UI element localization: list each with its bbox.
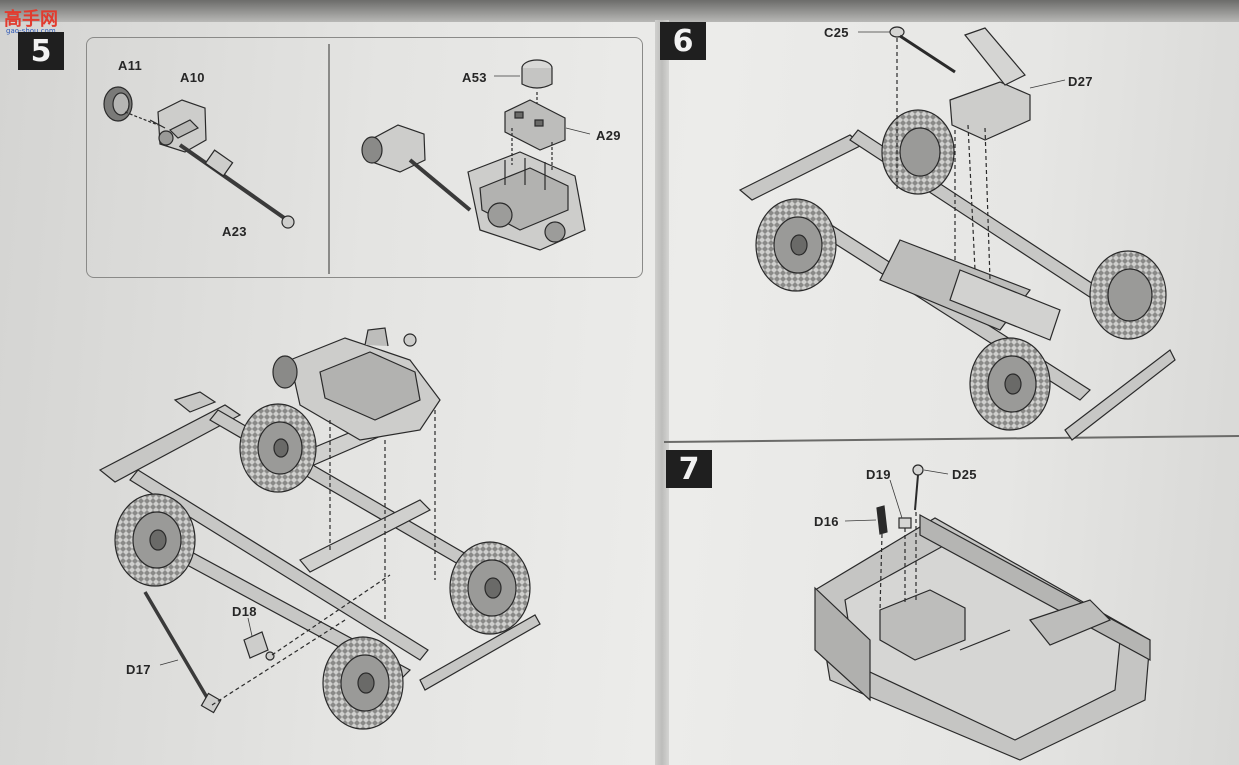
label-d18: D18: [232, 604, 257, 619]
part-a11-pulley: [103, 86, 133, 122]
step-7-badge: 7: [666, 450, 712, 488]
step-5-badge: 5: [18, 32, 64, 70]
part-d25-knob: [912, 464, 924, 511]
part-d17-shaft: [143, 591, 222, 714]
part-a10-transfer-case: [157, 99, 207, 153]
step7-body-tub: [814, 513, 1151, 761]
step-6-badge: 6: [660, 22, 706, 60]
label-a10: A10: [180, 70, 205, 85]
step5-engine-assembly: [272, 327, 441, 441]
part-a53-air-cleaner: [521, 59, 553, 89]
step6-wheel-front-left: [755, 198, 837, 292]
part-d27-bracket: [949, 27, 1031, 141]
part-a29-manifold: [504, 99, 566, 151]
engine-block-inset: [467, 151, 586, 251]
watermark-brand: 高手网: [4, 9, 58, 30]
step-5-inset-box: [86, 37, 643, 278]
label-a29: A29: [596, 128, 621, 143]
step6-wheel-rear-right: [1089, 250, 1167, 340]
page-spine: [655, 20, 669, 765]
label-a53: A53: [462, 70, 487, 85]
label-d16: D16: [814, 514, 839, 529]
step6-wheel-front-right: [969, 337, 1051, 431]
label-d27: D27: [1068, 74, 1093, 89]
inset-divider: [328, 44, 330, 274]
label-d19: D19: [866, 467, 891, 482]
watermark-logo: 高手网 gao-shou.com: [4, 3, 70, 37]
label-a23: A23: [222, 224, 247, 239]
watermark-url: gao-shou.com: [6, 27, 56, 35]
part-d16-lever: [876, 505, 888, 535]
top-shadow: [0, 0, 1239, 22]
part-a23-driveshaft: [178, 143, 295, 229]
step6-wheel-rear-left: [881, 109, 955, 195]
step5-wheel-rear-right: [449, 541, 531, 635]
step5-wheel-front-right: [322, 636, 404, 730]
step5-wheel-rear-left: [239, 403, 317, 493]
step5-wheel-front-left: [114, 493, 196, 587]
part-c25-bolt: [889, 26, 956, 74]
label-d25: D25: [952, 467, 977, 482]
label-c25: C25: [824, 25, 849, 40]
label-a11: A11: [118, 58, 143, 73]
part-d18-bracket: [243, 631, 275, 661]
part-d19-shift: [898, 517, 912, 529]
label-d17: D17: [126, 662, 151, 677]
